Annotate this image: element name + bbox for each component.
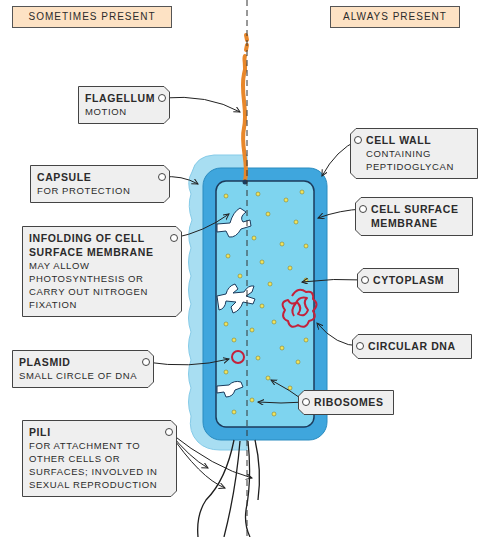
heading-banner: SOMETIMES PRESENT xyxy=(12,6,172,28)
part-name: PILI xyxy=(29,425,161,439)
flagellum xyxy=(243,56,246,181)
part-name: RIBOSOMES xyxy=(314,395,387,409)
part-description: SMALL CIRCLE OF DNA xyxy=(19,369,138,382)
banner-text: ALWAYS PRESENT xyxy=(334,10,456,24)
membrane-infolding xyxy=(217,208,251,237)
tag-outline xyxy=(355,197,473,236)
pili xyxy=(198,440,260,537)
part-description: MAY ALLOW PHOTOSYNTHESIS OR CARRY OUT NI… xyxy=(29,259,166,311)
label-tag: INFOLDING OF CELL SURFACE MEMBRANEMAY AL… xyxy=(22,226,182,317)
circular-dna xyxy=(283,290,317,327)
tag-box xyxy=(31,166,170,203)
label-tag: CELL SURFACE MEMBRANE xyxy=(355,197,473,236)
label-tag: FLAGELLUMMOTION xyxy=(78,86,170,124)
part-name: CYTOPLASM xyxy=(373,273,452,287)
heading-banner: ALWAYS PRESENT xyxy=(330,6,460,28)
tag-hole xyxy=(357,343,364,350)
ribosome-dots xyxy=(224,190,308,416)
label-tag: PILIFOR ATTACHMENT TO OTHER CELLS OR SUR… xyxy=(22,420,177,497)
plasmid-ring xyxy=(232,351,244,363)
banner-box xyxy=(331,7,460,28)
tag-hole xyxy=(159,174,166,181)
tag-hole xyxy=(171,235,178,242)
tag-box xyxy=(351,129,478,179)
cell-wall xyxy=(203,168,327,440)
tag-hole xyxy=(166,429,173,436)
part-name: CELL SURFACE MEMBRANE xyxy=(371,202,466,230)
part-name: CELL WALL xyxy=(366,133,471,147)
tag-box xyxy=(23,227,182,317)
tag-box xyxy=(79,87,170,124)
membrane-infolding xyxy=(217,284,255,313)
part-name: CIRCULAR DNA xyxy=(368,339,465,353)
label-tag: PLASMIDSMALL CIRCLE OF DNA xyxy=(12,350,154,388)
part-description: FOR PROTECTION xyxy=(37,184,154,197)
label-tag: CELL WALLCONTAINING PEPTIDOGLYCAN xyxy=(350,128,478,179)
tag-box xyxy=(356,198,473,236)
part-name: INFOLDING OF CELL SURFACE MEMBRANE xyxy=(29,231,166,259)
membrane-infolding xyxy=(217,381,243,397)
tag-hole xyxy=(362,277,369,284)
tag-hole xyxy=(143,359,150,366)
divider-line xyxy=(247,0,248,537)
tag-box xyxy=(353,335,472,359)
tag-box xyxy=(299,391,394,415)
banner-text: SOMETIMES PRESENT xyxy=(16,10,168,24)
tag-outline xyxy=(12,350,154,388)
part-description: CONTAINING PEPTIDOGLYCAN xyxy=(366,147,471,173)
label-tag: CIRCULAR DNA xyxy=(352,334,472,359)
label-tag: RIBOSOMES xyxy=(298,390,394,415)
tag-box xyxy=(13,351,154,388)
tag-box xyxy=(358,269,459,293)
tag-box xyxy=(23,421,177,497)
part-name: PLASMID xyxy=(19,355,138,369)
part-description: FOR ATTACHMENT TO OTHER CELLS OR SURFACE… xyxy=(29,439,161,491)
part-name: CAPSULE xyxy=(37,170,154,184)
tag-hole xyxy=(360,206,367,213)
banner-box xyxy=(13,7,172,28)
tag-hole xyxy=(303,399,310,406)
tag-outline xyxy=(30,165,170,203)
part-description: MOTION xyxy=(85,105,154,118)
tag-hole xyxy=(355,137,362,144)
tag-outline xyxy=(78,86,170,124)
tag-hole xyxy=(159,95,166,102)
part-name: FLAGELLUM xyxy=(85,91,154,105)
label-tag: CAPSULEFOR PROTECTION xyxy=(30,165,170,203)
label-tag: CYTOPLASM xyxy=(357,268,459,293)
